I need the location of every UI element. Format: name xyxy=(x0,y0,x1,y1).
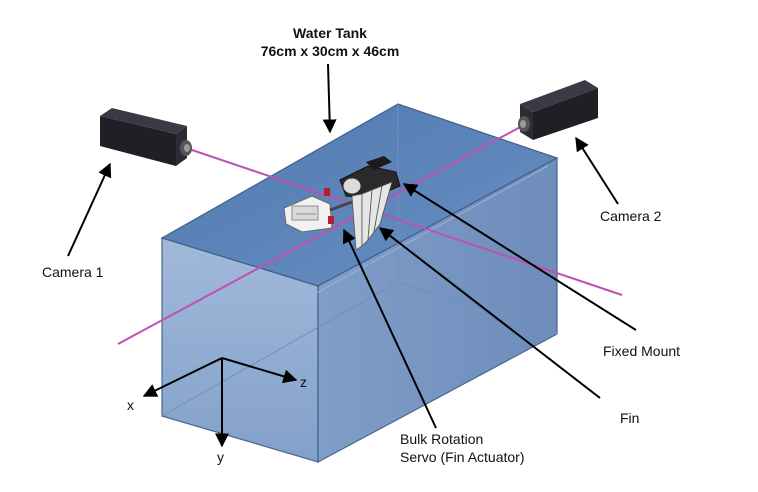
servo-label-line2: Servo (Fin Actuator) xyxy=(400,449,525,465)
camera-1 xyxy=(100,108,192,166)
laser-line-2 xyxy=(117,124,525,345)
axis-z-label: z xyxy=(300,374,307,390)
camera-2 xyxy=(518,80,598,140)
fin-blades xyxy=(351,181,393,251)
fin-apparatus xyxy=(283,156,401,251)
arrow-fin xyxy=(378,227,601,399)
arrow-water-tank xyxy=(322,63,337,134)
camera-2-label: Camera 2 xyxy=(600,208,662,224)
axis-x-arrow xyxy=(142,357,223,397)
fixed-mount-label: Fixed Mount xyxy=(603,343,681,359)
laser-line-1 xyxy=(185,147,623,296)
arrow-camera-1 xyxy=(67,162,112,257)
annotation-arrows xyxy=(67,63,637,429)
arrow-servo xyxy=(342,228,437,429)
fin-label: Fin xyxy=(620,410,640,426)
coordinate-axes xyxy=(142,357,298,448)
water-tank-title: Water Tank xyxy=(293,25,367,41)
arrow-fixed-mount xyxy=(402,183,637,331)
axis-y-label: y xyxy=(217,449,224,465)
servo-label-line1: Bulk Rotation xyxy=(400,431,484,447)
axis-z-arrow xyxy=(221,357,298,384)
laser-lines xyxy=(117,124,623,345)
camera-1-label: Camera 1 xyxy=(42,264,104,280)
water-tank-dimensions: 76cm x 30cm x 46cm xyxy=(260,43,400,59)
arrow-camera-2 xyxy=(575,136,619,205)
axis-x-label: x xyxy=(127,397,134,413)
